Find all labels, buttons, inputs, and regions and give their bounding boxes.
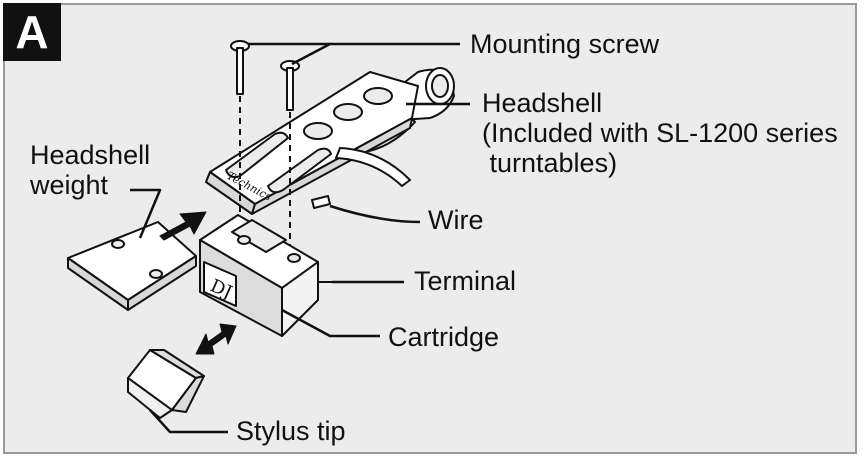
wire-connector <box>311 195 331 209</box>
label-headshell-weight-line1: Headshell <box>30 140 151 170</box>
screw-guide-lines <box>239 96 291 262</box>
label-headshell-line1: Headshell <box>482 88 603 118</box>
label-headshell-line3: turntables) <box>482 148 618 178</box>
cartridge-illustration <box>199 214 332 337</box>
label-terminal: Terminal <box>414 266 516 296</box>
headshell-illustration <box>205 67 455 215</box>
label-wire: Wire <box>428 205 484 235</box>
stylus-illustration <box>127 349 205 419</box>
assembly-arrows <box>159 211 237 355</box>
label-cartridge-text: Cartridge <box>388 322 500 352</box>
label-headshell-line2: (Included with SL-1200 series <box>482 118 838 148</box>
label-stylus-tip: Stylus tip <box>236 416 346 446</box>
label-headshell: Headshell (Included with SL-1200 series … <box>482 88 838 178</box>
label-mounting-screw: Mounting screw <box>470 29 659 59</box>
label-terminal-text: Terminal <box>414 266 517 296</box>
label-mounting-screw-text: Mounting screw <box>470 29 660 59</box>
label-headshell-weight: Headshell weight <box>30 140 150 200</box>
headshell-weight-illustration <box>67 221 197 311</box>
panel-letter-badge: A <box>3 3 61 61</box>
label-stylus-tip-text: Stylus tip <box>236 416 346 446</box>
label-headshell-weight-line2: weight <box>30 170 109 200</box>
leader-lines <box>130 42 470 434</box>
weight-arrow-icon <box>159 211 207 241</box>
label-wire-text: Wire <box>428 205 484 235</box>
double-arrow-icon <box>195 323 237 355</box>
mounting-screws <box>230 40 300 111</box>
label-cartridge: Cartridge <box>388 322 499 352</box>
